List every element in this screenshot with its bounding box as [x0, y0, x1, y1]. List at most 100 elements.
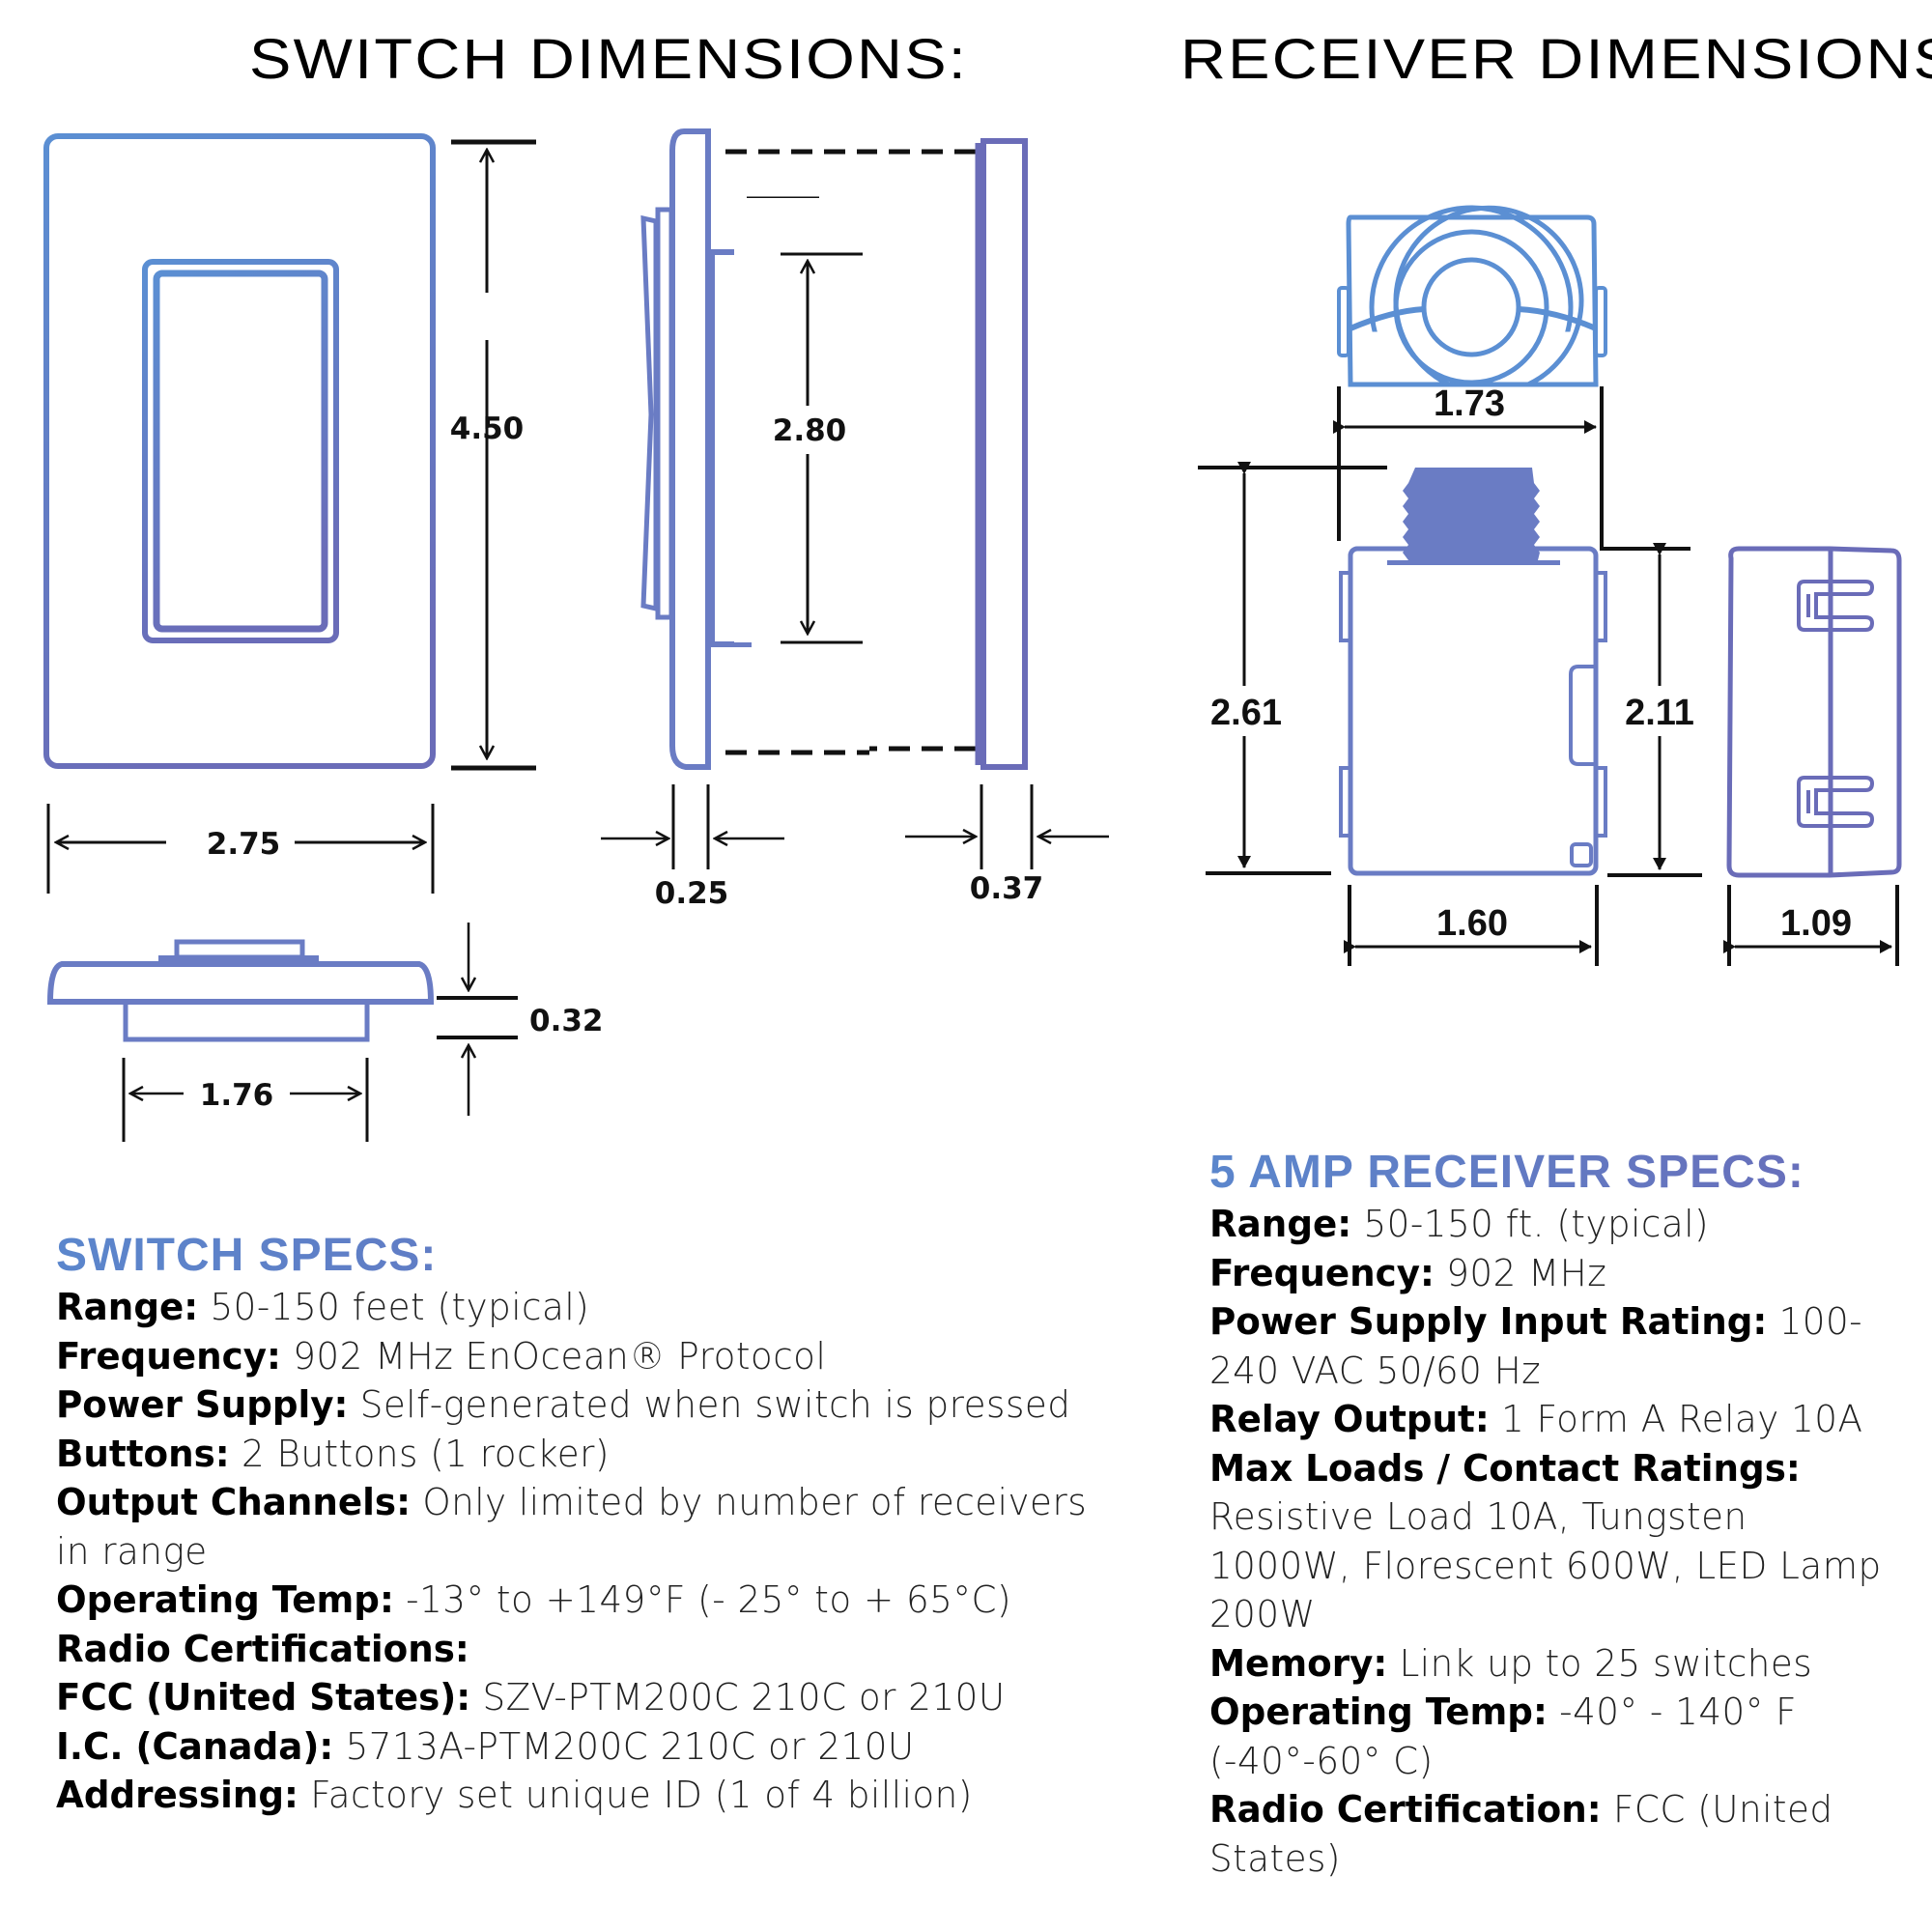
spec-label: Range: [56, 1286, 199, 1328]
spec-label: Output Channels: [56, 1481, 411, 1523]
spec-row: Power Supply: Self-generated when switch… [56, 1380, 1125, 1430]
switch-rocker-frame [142, 259, 339, 643]
receiver-threaded-nipple [1387, 468, 1560, 565]
spec-row: Addressing: Factory set unique ID (1 of … [56, 1771, 1125, 1820]
switch-back-depth-dim: 0.37 [905, 784, 1109, 906]
spec-value: 902 MHz [1434, 1251, 1607, 1294]
spec-label: Memory: [1209, 1641, 1388, 1685]
spec-label: Operating Temp: [1209, 1690, 1548, 1733]
spec-value: 50-150 ft. (typical) [1351, 1203, 1710, 1245]
receiver-body-height-label: 2.11 [1625, 693, 1694, 733]
spec-value: Factory set unique ID (1 of 4 billion) [298, 1774, 973, 1816]
bottom-depth-label: 0.32 [529, 1004, 604, 1038]
spec-label: FCC (United States): [56, 1676, 471, 1719]
spec-label: Power Supply: [56, 1383, 349, 1426]
receiver-top-body [1346, 214, 1599, 387]
spec-row: Buttons: 2 Buttons (1 rocker) [56, 1430, 1125, 1479]
receiver-body-height-dim: 2.11 [1600, 543, 1702, 877]
bottom-plate [46, 961, 435, 1005]
switch-side-plate-outline [672, 131, 708, 767]
receiver-specs-title: 5 AMP RECEIVER SPECS: [1209, 1146, 1905, 1200]
spec-row: Frequency: 902 MHz [1209, 1249, 1891, 1298]
receiver-specs: 5 AMP RECEIVER SPECS: Range: 50-150 ft. … [1209, 1146, 1905, 1883]
receiver-side-body [1726, 546, 1902, 878]
spec-value: 902 MHz EnOcean® Protocol [280, 1334, 827, 1378]
receiver-top-width-label: 1.73 [1434, 384, 1505, 424]
spec-label: Range: [1209, 1203, 1352, 1245]
switch-dimensions-heading: SWITCH DIMENSIONS: [249, 28, 969, 91]
spec-value: SZV-PTM200C 210C or 210U [470, 1676, 1006, 1719]
switch-side-back [980, 138, 1028, 770]
spec-row: Power Supply Input Rating: 100-240 VAC 5… [1209, 1297, 1891, 1395]
switch-specs-title: SWITCH SPECS: [56, 1229, 1148, 1283]
bottom-rocker [174, 939, 305, 960]
spec-label: Radio Certifications: [56, 1627, 469, 1670]
spec-label: I.C. (Canada): [56, 1724, 334, 1768]
receiver-top-wire [1349, 306, 1598, 331]
receiver-top-inner-ring [1421, 257, 1521, 357]
spec-row: Relay Output: 1 Form A Relay 10A [1209, 1395, 1891, 1444]
spec-value: 100-240 VAC 50/60 Hz [1209, 1300, 1863, 1392]
plate-depth-label: 0.25 [655, 876, 729, 911]
spec-row: Output Channels: Only limited by number … [56, 1478, 1125, 1576]
switch-specs-list: Range: 50-150 feet (typical)Frequency: 9… [56, 1283, 1148, 1820]
spec-value: 5713A-PTM200C 210C or 210U [333, 1724, 915, 1768]
receiver-top-view [1337, 181, 1607, 407]
spec-value: Self-generated when switch is pressed [348, 1383, 1071, 1426]
spec-value: 1 Form A Relay 10A [1489, 1398, 1863, 1440]
spec-label: Radio Certification: [1209, 1788, 1602, 1831]
spec-row: Max Loads / Contact Ratings: Resistive L… [1209, 1444, 1891, 1639]
receiver-total-height-dim: 2.61 [1198, 462, 1387, 875]
receiver-body-width-dim: 1.60 [1344, 885, 1599, 966]
spec-label: Frequency: [1209, 1251, 1435, 1294]
receiver-top-middle-ring [1393, 229, 1549, 385]
spec-row: Frequency: 902 MHz EnOcean® Protocol [56, 1332, 1125, 1381]
spec-label: Addressing: [56, 1774, 298, 1816]
receiver-body [1348, 546, 1599, 876]
spec-value: Link up to 25 switches [1387, 1641, 1813, 1685]
spec-row: Range: 50-150 ft. (typical) [1209, 1200, 1891, 1249]
receiver-top-tab-left [1337, 286, 1350, 357]
switch-side-rocker-outline [643, 218, 656, 609]
spec-label: Operating Temp: [56, 1578, 394, 1621]
spec-value: -13° to +149°F (- 25° to + 65°C) [393, 1578, 1011, 1621]
receiver-side-view [1726, 546, 1902, 878]
switch-specs: SWITCH SPECS: Range: 50-150 feet (typica… [56, 1229, 1148, 1820]
back-depth-label: 0.37 [970, 871, 1044, 906]
bottom-width-label: 1.76 [200, 1078, 274, 1113]
spec-value: 2 Buttons (1 rocker) [229, 1432, 610, 1475]
receiver-specs-list: Range: 50-150 ft. (typical)Frequency: 90… [1209, 1200, 1905, 1883]
switch-front-view: 4.50 2.75 [43, 133, 536, 894]
spec-row: FCC (United States): SZV-PTM200C 210C or… [56, 1673, 1125, 1722]
spec-value: -40° - 140° F (-40°-60° C) [1209, 1690, 1798, 1782]
switch-height-label: 4.50 [450, 412, 525, 446]
switch-bottom-view: 1.76 0.32 [46, 923, 604, 1142]
switch-width-label: 2.75 [207, 827, 281, 862]
receiver-top-tab-right [1594, 286, 1607, 357]
receiver-side-depth-label: 1.09 [1780, 903, 1852, 944]
switch-plate-outline [43, 133, 436, 769]
spec-row: Radio Certification: FCC (United States) [1209, 1785, 1891, 1883]
spec-value: 50-150 feet (typical) [198, 1286, 590, 1328]
receiver-top-width-dim: 1.73 [1333, 384, 1604, 549]
spec-label: Frequency: [56, 1334, 281, 1378]
spec-label: Power Supply Input Rating: [1209, 1300, 1768, 1343]
switch-plate-depth-dim: 0.25 [601, 784, 784, 911]
receiver-body-width-label: 1.60 [1436, 903, 1508, 944]
receiver-dimensions-heading: RECEIVER DIMENSIONS: [1180, 28, 1932, 91]
spec-value: FCC (United States) [1209, 1788, 1833, 1880]
spec-value: Only limited by number of receivers in r… [56, 1481, 1088, 1573]
receiver-side-depth-dim: 1.09 [1723, 885, 1899, 966]
spec-label: Buttons: [56, 1432, 230, 1475]
switch-rocker [153, 270, 328, 633]
spec-row: Operating Temp: -40° - 140° F (-40°-60° … [1209, 1688, 1891, 1785]
spec-label: Relay Output: [1209, 1398, 1490, 1440]
spec-row: Operating Temp: -13° to +149°F (- 25° to… [56, 1576, 1125, 1625]
bottom-backbox [123, 999, 370, 1042]
spec-row: Range: 50-150 feet (typical) [56, 1283, 1125, 1332]
receiver-front-view [1339, 468, 1607, 876]
receiver-total-height-label: 2.61 [1210, 693, 1282, 733]
spec-label: Max Loads / Contact Ratings: [1209, 1446, 1801, 1490]
rocker-height-label: 2.80 [773, 413, 847, 448]
